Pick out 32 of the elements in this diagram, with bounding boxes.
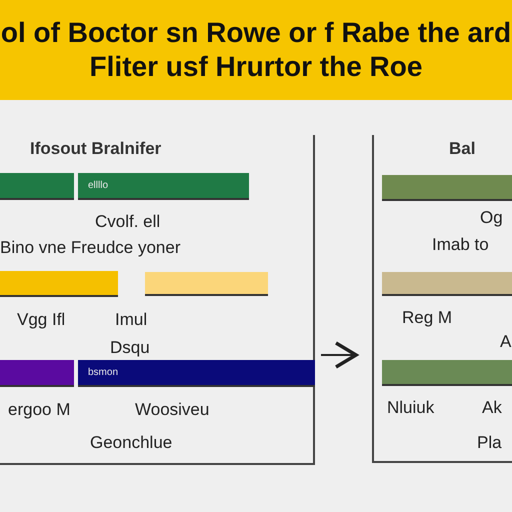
- text-label: Imab to: [432, 235, 489, 255]
- text-label: Pla: [477, 433, 502, 453]
- text-label: Ak: [482, 398, 502, 418]
- text-label: Og: [480, 208, 503, 228]
- text-label: ergoo M: [8, 400, 70, 420]
- color-bar: [0, 173, 74, 200]
- text-label: Geonchlue: [90, 433, 172, 453]
- color-bar: [145, 272, 268, 296]
- panel-frame: [0, 135, 315, 465]
- color-bar: [0, 271, 118, 297]
- color-bar: [0, 360, 74, 387]
- text-label: Imul: [115, 310, 148, 330]
- panel-frame: [372, 135, 512, 463]
- color-bar: [382, 175, 512, 201]
- text-label: Vgg Ifl: [17, 310, 66, 330]
- text-label: Reg M: [402, 308, 452, 328]
- bar-label: ellllo: [88, 180, 108, 191]
- title: ol of Boctor sn Rowe or f Rabe the ard Fliter usf Hrurtor the Roe: [0, 16, 512, 84]
- color-bar: [78, 360, 315, 387]
- text-label: A: [500, 332, 512, 352]
- text-label: Nluiuk: [387, 398, 434, 418]
- panel-heading: Ifosout Bralnifer: [30, 139, 162, 159]
- text-label: Dsqu: [110, 338, 150, 358]
- color-bar: [382, 360, 512, 386]
- chevron-arrow: [321, 341, 358, 369]
- color-bar: [78, 173, 249, 200]
- text-label: Cvolf. ell: [95, 212, 160, 232]
- text-label: Woosiveu: [135, 400, 210, 420]
- bar-label: bsmon: [88, 367, 118, 378]
- text-label: Bino vne Freudce yoner: [0, 238, 180, 258]
- panel-heading: Bal: [449, 139, 476, 159]
- color-bar: [382, 272, 512, 296]
